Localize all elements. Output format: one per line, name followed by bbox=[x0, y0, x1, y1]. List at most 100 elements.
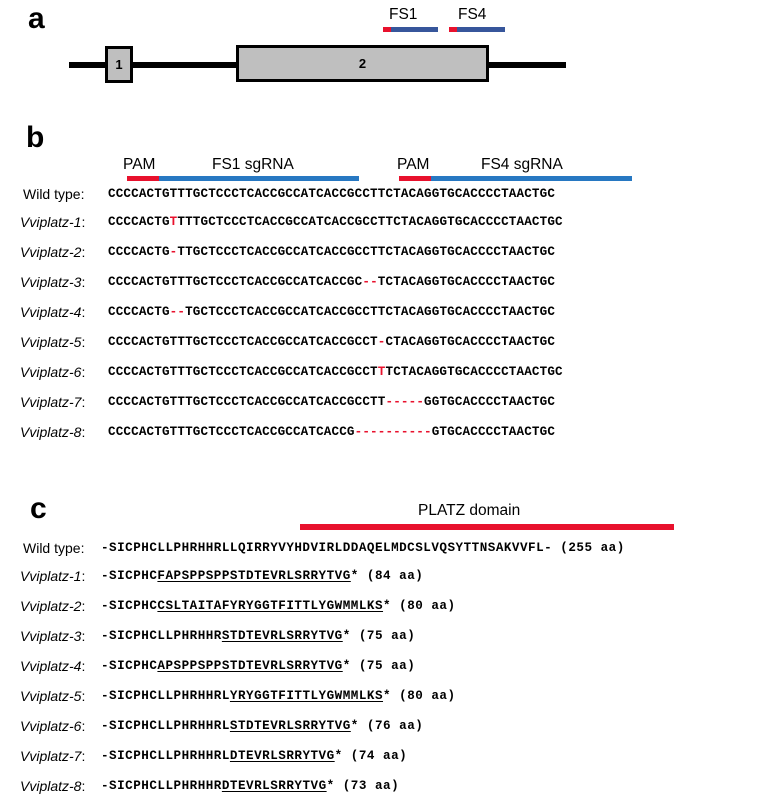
sgrna1-label: FS1 sgRNA bbox=[212, 156, 294, 173]
dna-row-label: Vviplatz-6: bbox=[20, 364, 86, 380]
sequence-segment: CCCCACTGTTTGCTCCCTCACCGCCATCACCGCCTTCTAC… bbox=[108, 187, 556, 201]
protein-suffix: * (80 aa) bbox=[383, 599, 456, 613]
prot-row-name: Vviplatz-7 bbox=[20, 748, 82, 764]
protein-suffix: * (74 aa) bbox=[334, 749, 408, 763]
prot-row-name: Vviplatz-6 bbox=[20, 718, 82, 734]
protein-suffix: (255 aa) bbox=[552, 541, 625, 555]
sequence-segment: GTGCACCCCTAACTGC bbox=[431, 425, 556, 439]
protein-suffix: * (73 aa) bbox=[326, 779, 400, 793]
pam2-label: PAM bbox=[397, 156, 430, 173]
sequence-segment: CCCCACTGTTTGCTCCCTCACCGCCATCACCGCCTT bbox=[108, 395, 386, 409]
dna-sequence: CCCCACTGTTTGCTCCCTCACCGCCATCACCGCCT-CTAC… bbox=[108, 335, 555, 349]
frameshift-sequence: STDTEVRLSRRYTVG bbox=[221, 629, 343, 643]
sgrna2-label: FS4 sgRNA bbox=[481, 156, 563, 173]
dna-row-name: Vviplatz-1 bbox=[20, 214, 82, 230]
sequence-segment: CCCCACTGTTTGCTCCCTCACCGCCATCACCGCCT bbox=[108, 365, 378, 379]
prot-row-label: Vviplatz-1: bbox=[20, 568, 86, 584]
sequence-segment: TCTACAGGTGCACCCCTAACTGC bbox=[377, 275, 556, 289]
fs4-target-bar bbox=[457, 27, 505, 32]
mutation-mark: - bbox=[377, 335, 386, 349]
protein-sequence: -SICPHCLLPHRHHRDTEVRLSRRYTVG* (73 aa) bbox=[101, 779, 399, 793]
mutation-mark: - bbox=[169, 245, 178, 259]
panel-a-letter: a bbox=[28, 2, 45, 35]
fs1-label: FS1 bbox=[389, 6, 418, 23]
frameshift-sequence: DTEVRLSRRYTVG bbox=[229, 749, 335, 763]
prot-row-name: Vviplatz-5 bbox=[20, 688, 82, 704]
prot-row-label: Vviplatz-3: bbox=[20, 628, 86, 644]
sequence-segment: TTGCTCCCTCACCGCCATCACCGCCTTCTACAGGTGCACC… bbox=[177, 245, 556, 259]
panel-b-letter: b bbox=[26, 121, 45, 154]
dna-row-name: Vviplatz-4 bbox=[20, 304, 82, 320]
pam1-label: PAM bbox=[123, 156, 156, 173]
mutation-mark: ----- bbox=[385, 395, 425, 409]
dna-row-name: Vviplatz-6 bbox=[20, 364, 82, 380]
dna-row-label: Vviplatz-7: bbox=[20, 394, 86, 410]
exon-2-box: 2 bbox=[236, 45, 489, 82]
dna-sequence: CCCCACTGTTTGCTCCCTCACCGCCATCACCGCCTTCTAC… bbox=[108, 187, 555, 201]
sequence-segment: TGCTCCCTCACCGCCATCACCGCCTTCTACAGGTGCACCC… bbox=[185, 305, 556, 319]
dna-row-label: Vviplatz-5: bbox=[20, 334, 86, 350]
sequence-segment: CCCCACTGTTTGCTCCCTCACCGCCATCACCG bbox=[108, 425, 355, 439]
platz-domain-label: PLATZ domain bbox=[418, 502, 521, 519]
exon-1-label: 1 bbox=[115, 57, 123, 72]
protein-sequence: -SICPHCCSLTAITAFYRYGGTFITTLYGWMMLKS* (80… bbox=[101, 599, 456, 613]
dna-sequence: CCCCACTGTTTTGCTCCCTCACCGCCATCACCGCCTTCTA… bbox=[108, 215, 563, 229]
protein-prefix: -SICPHC bbox=[101, 599, 158, 613]
protein-suffix: * (75 aa) bbox=[342, 659, 416, 673]
dna-row-name: Wild type bbox=[23, 186, 81, 202]
dna-sequence: CCCCACTGTTTGCTCCCTCACCGCCATCACCGC--TCTAC… bbox=[108, 275, 555, 289]
protein-sequence: -SICPHCLLPHRHHRSTDTEVRLSRRYTVG* (75 aa) bbox=[101, 629, 415, 643]
protein-suffix: * (75 aa) bbox=[342, 629, 416, 643]
prot-row-name: Wild type bbox=[23, 540, 81, 556]
mutation-mark: ---------- bbox=[354, 425, 432, 439]
prot-row-name: Vviplatz-3 bbox=[20, 628, 82, 644]
prot-row-name: Vviplatz-4 bbox=[20, 658, 82, 674]
sequence-segment: CCCCACTG bbox=[108, 215, 170, 229]
pam1-bar bbox=[127, 176, 159, 181]
prot-row-name: Vviplatz-2 bbox=[20, 598, 82, 614]
dna-sequence: CCCCACTGTTTGCTCCCTCACCGCCATCACCGCCTTTCTA… bbox=[108, 365, 563, 379]
protein-suffix: * (80 aa) bbox=[383, 689, 456, 703]
protein-sequence: -SICPHCLLPHRHHRLLQIRRYVYHDVIRLDDAQELMDCS… bbox=[101, 541, 625, 555]
protein-prefix: -SICPHCLLPHRHHRLLQIRRYVYHDVIRLDDAQELMDCS… bbox=[101, 541, 553, 555]
mutation-mark: -- bbox=[362, 275, 378, 289]
sequence-segment: CCCCACTG bbox=[108, 305, 170, 319]
protein-prefix: -SICPHC bbox=[101, 659, 158, 673]
protein-suffix: * (84 aa) bbox=[350, 569, 424, 583]
dna-sequence: CCCCACTGTTTGCTCCCTCACCGCCATCACCG--------… bbox=[108, 425, 555, 439]
frameshift-sequence: DTEVRLSRRYTVG bbox=[221, 779, 327, 793]
protein-prefix: -SICPHCLLPHRHHR bbox=[101, 779, 222, 793]
dna-row-name: Vviplatz-5 bbox=[20, 334, 82, 350]
platz-domain-bar bbox=[300, 524, 674, 530]
prot-row-label: Vviplatz-8: bbox=[20, 778, 86, 794]
pam2-bar bbox=[399, 176, 431, 181]
sequence-segment: CCCCACTGTTTGCTCCCTCACCGCCATCACCGCCT bbox=[108, 335, 378, 349]
dna-sequence: CCCCACTG--TGCTCCCTCACCGCCATCACCGCCTTCTAC… bbox=[108, 305, 555, 319]
mutation-mark: -- bbox=[169, 305, 186, 319]
prot-row-label: Vviplatz-2: bbox=[20, 598, 86, 614]
dna-row-label: Vviplatz-2: bbox=[20, 244, 86, 260]
dna-sequence: CCCCACTG-TTGCTCCCTCACCGCCATCACCGCCTTCTAC… bbox=[108, 245, 555, 259]
prot-row-label: Vviplatz-7: bbox=[20, 748, 86, 764]
sequence-segment: TTTGCTCCCTCACCGCCATCACCGCCTTCTACAGGTGCAC… bbox=[177, 215, 563, 229]
exon-1-box: 1 bbox=[105, 46, 133, 83]
sequence-segment: GGTGCACCCCTAACTGC bbox=[424, 395, 556, 409]
exon-2-label: 2 bbox=[358, 56, 367, 71]
protein-prefix: -SICPHC bbox=[101, 569, 158, 583]
prot-row-name: Vviplatz-1 bbox=[20, 568, 82, 584]
frameshift-sequence: CSLTAITAFYRYGGTFITTLYGWMMLKS bbox=[157, 599, 384, 613]
dna-row-label: Vviplatz-3: bbox=[20, 274, 86, 290]
fs1-pam-mark bbox=[383, 27, 391, 32]
dna-row-name: Vviplatz-3 bbox=[20, 274, 82, 290]
protein-prefix: -SICPHCLLPHRHHR bbox=[101, 629, 222, 643]
dna-row-name: Vviplatz-8 bbox=[20, 424, 82, 440]
dna-sequence: CCCCACTGTTTGCTCCCTCACCGCCATCACCGCCTT----… bbox=[108, 395, 555, 409]
protein-sequence: -SICPHCAPSPPSPPSTDTEVRLSRRYTVG* (75 aa) bbox=[101, 659, 415, 673]
prot-row-name: Vviplatz-8 bbox=[20, 778, 82, 794]
sequence-segment: CCCCACTG bbox=[108, 245, 170, 259]
protein-sequence: -SICPHCLLPHRHHRLYRYGGTFITTLYGWMMLKS* (80… bbox=[101, 689, 456, 703]
fs4-label: FS4 bbox=[458, 6, 487, 23]
dna-row-label: Vviplatz-1: bbox=[20, 214, 86, 230]
dna-row-name: Vviplatz-2 bbox=[20, 244, 82, 260]
prot-row-label: Vviplatz-5: bbox=[20, 688, 86, 704]
